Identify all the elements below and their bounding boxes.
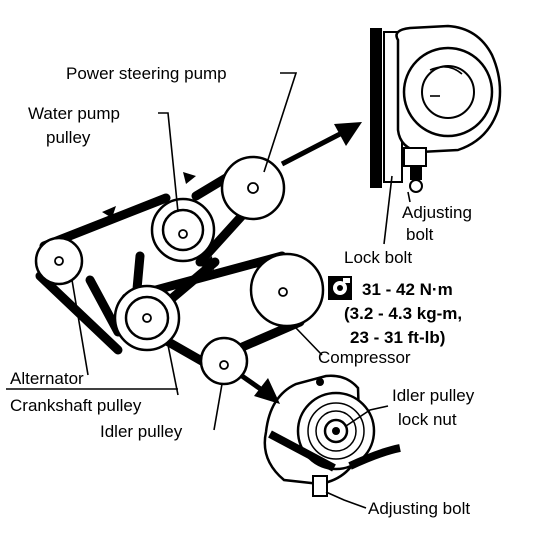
crankshaft-pulley-hub — [142, 313, 152, 323]
leader-crankshaft-pulley — [167, 344, 179, 396]
leader-idler-lock-nut — [345, 405, 389, 427]
detail-arrow-idler-shaft — [240, 373, 264, 393]
label-idler-pulley: Idler pulley — [100, 422, 183, 441]
belt-inner — [165, 257, 220, 305]
idler-bracket-hole — [316, 378, 324, 386]
pulleys — [34, 155, 325, 386]
label-crankshaft-pulley: Crankshaft pulley — [10, 396, 142, 415]
idler-pulley-ring-2 — [315, 410, 357, 452]
label-idler-pulley-lock-nut-line2: lock nut — [398, 410, 457, 429]
idler-lock-nut-center — [332, 427, 340, 435]
pump-bracket-lower — [403, 147, 427, 167]
idler-pulley-hub — [219, 360, 229, 370]
label-water-pump-pulley-line2: pulley — [46, 128, 91, 147]
belt-direction-arrows — [102, 172, 214, 270]
label-power-steering-pump: Power steering pump — [66, 64, 227, 83]
idler-pulley-ring-1 — [307, 402, 365, 460]
label-idler-pulley-lock-nut-line1: Idler pulley — [392, 386, 475, 405]
belt-arrow-3 — [200, 256, 214, 270]
pump-cap — [421, 65, 475, 119]
label-adjusting-bolt-top-line1: Adjusting — [402, 203, 472, 222]
label-torque-nm: 31 - 42 N·m — [362, 280, 453, 299]
leader-adjusting-bolt-top — [407, 191, 411, 203]
adjusting-bolt-top-head — [410, 166, 422, 180]
idler-belt-right — [348, 444, 401, 470]
label-torque-kgm: (3.2 - 4.3 kg-m, — [344, 304, 462, 323]
power-steering-pulley-hub — [247, 182, 259, 194]
belt-arrow-2 — [183, 172, 196, 184]
label-compressor: Compressor — [318, 348, 411, 367]
label-adjusting-bolt-bottom: Adjusting bolt — [368, 499, 470, 518]
detail-arrow-idler-head — [254, 378, 280, 404]
leader-alternator — [71, 279, 89, 376]
idler-belt-left — [268, 430, 336, 472]
leader-adjusting-bolt-bottom — [325, 491, 367, 509]
leader-idler-pulley — [213, 383, 223, 431]
leader-water-pump-pulley — [158, 112, 179, 213]
power-steering-pump-assembly — [370, 24, 502, 193]
belt-alt-lower — [85, 275, 123, 337]
label-alternator: Alternator — [10, 369, 84, 388]
label-adjusting-bolt-top-line2: bolt — [406, 225, 434, 244]
belt-arrow-1 — [102, 206, 116, 218]
label-lock-bolt: Lock bolt — [344, 248, 412, 267]
compressor-pulley-hub — [278, 287, 288, 297]
pump-cap-detail — [429, 66, 463, 75]
label-torque-ftlb: 23 - 31 ft-lb) — [350, 328, 445, 347]
leader-compressor — [295, 327, 323, 356]
detail-arrow-pump-head — [334, 122, 362, 146]
label-water-pump-pulley-line1: Water pump — [28, 104, 120, 123]
adjusting-bolt-bottom-head — [312, 475, 328, 497]
water-pump-pulley-hub — [178, 229, 188, 239]
leader-power-steering-pump — [263, 72, 298, 173]
leader-lines — [71, 72, 411, 509]
alternator-pulley-hub — [54, 256, 64, 266]
leader-lock-bolt — [383, 175, 393, 245]
idler-pulley-assembly — [263, 374, 401, 497]
pump-bracket-bar — [370, 28, 382, 188]
adjusting-bolt-top-nut — [409, 179, 423, 193]
detail-arrows — [240, 122, 362, 404]
labels: Power steering pump Water pump pulley Ad… — [10, 64, 475, 518]
detail-arrow-pump-shaft — [280, 131, 342, 167]
torque-wrench-icon — [328, 276, 352, 300]
